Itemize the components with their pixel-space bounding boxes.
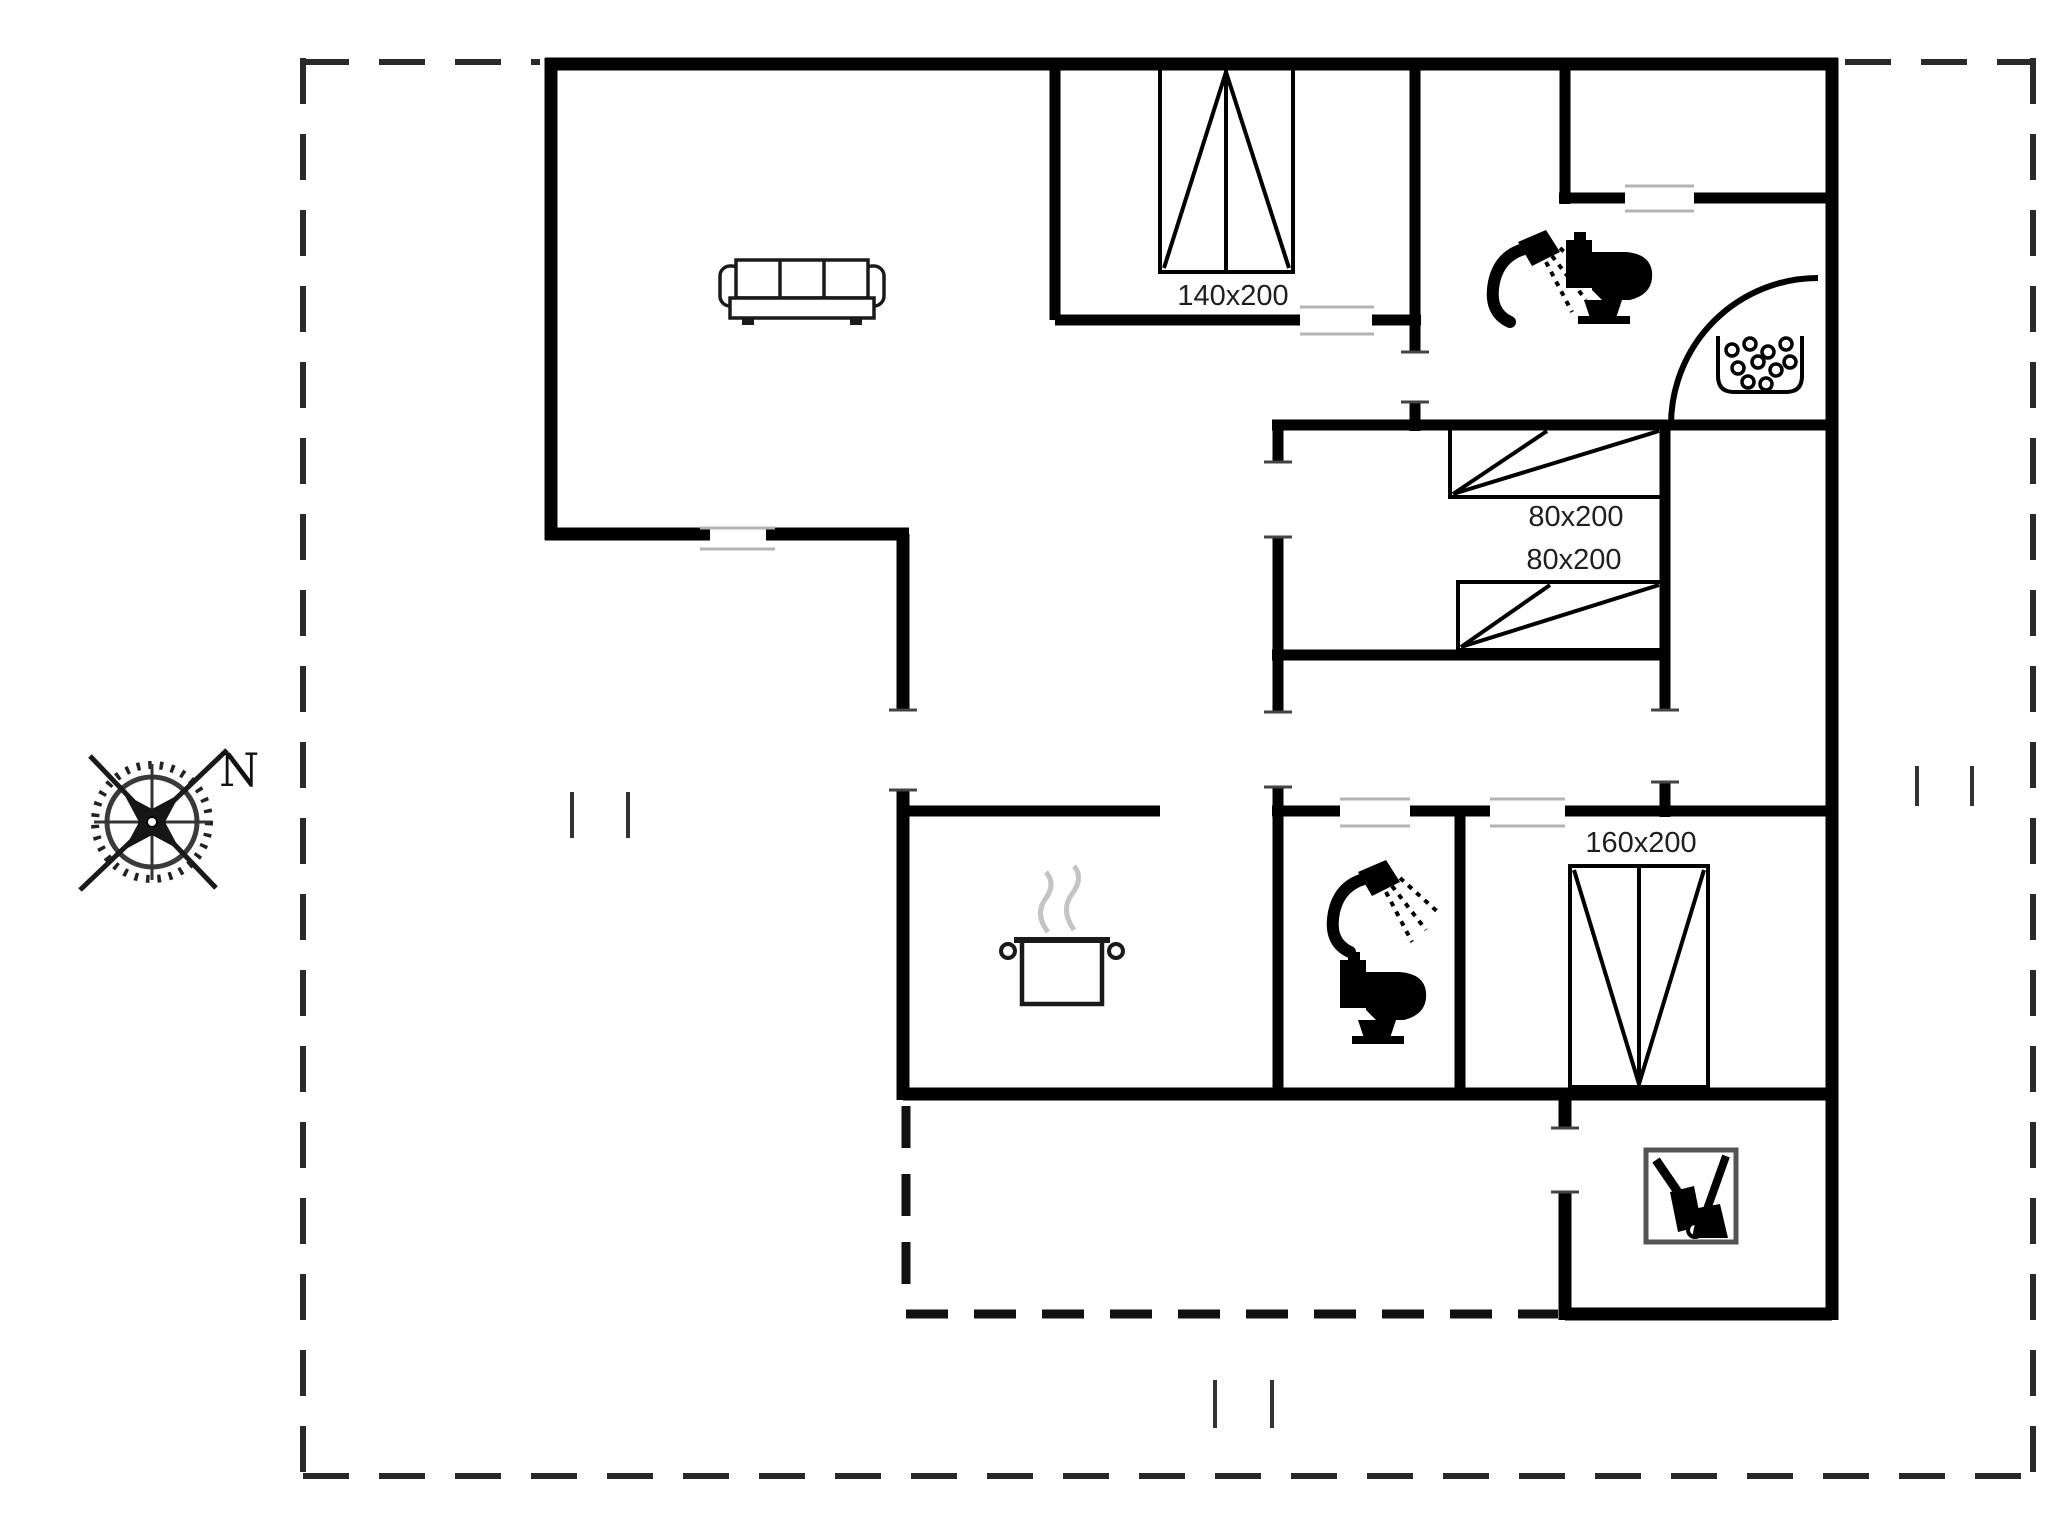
steam-line-2	[1064, 864, 1081, 932]
bed-size-label-140x200: 140x200	[1177, 280, 1288, 312]
compass-north-label: N	[219, 743, 259, 797]
toilet-icon-bathroom2	[1340, 952, 1427, 1044]
steam-line-1	[1038, 870, 1054, 934]
bed-140x200-symbol	[1158, 66, 1295, 274]
boundary-opening-marks	[570, 766, 1974, 1428]
bed-160x200-symbol	[1568, 864, 1710, 1089]
shower-corner-arc	[1668, 275, 1819, 426]
wall-end-ticks	[889, 350, 1679, 1194]
toilet-icon-wc1	[1566, 232, 1653, 324]
plot-boundary-dashed	[300, 58, 2036, 1479]
shower-icon-bathroom2	[1326, 860, 1442, 958]
bed-size-label-160x200: 160x200	[1585, 827, 1696, 859]
exterior-walls	[544, 57, 1839, 1321]
bed-size-label-80x200-upper: 80x200	[1528, 501, 1623, 533]
compass-rose-icon	[78, 748, 229, 892]
cooking-pot-icon	[999, 864, 1125, 1007]
terrace-outline-dashed	[901, 1106, 1558, 1319]
interior-walls	[903, 64, 1832, 1100]
bed-size-label-80x200-lower: 80x200	[1526, 544, 1621, 576]
sofa-icon	[718, 258, 886, 325]
bed-80x200-upper-symbol	[1448, 426, 1664, 499]
opening-markers	[700, 184, 1694, 828]
bed-80x200-lower-symbol	[1456, 580, 1664, 652]
cleaning-equipment-icon	[1643, 1147, 1739, 1245]
shower-drain-icon	[1716, 336, 1804, 394]
